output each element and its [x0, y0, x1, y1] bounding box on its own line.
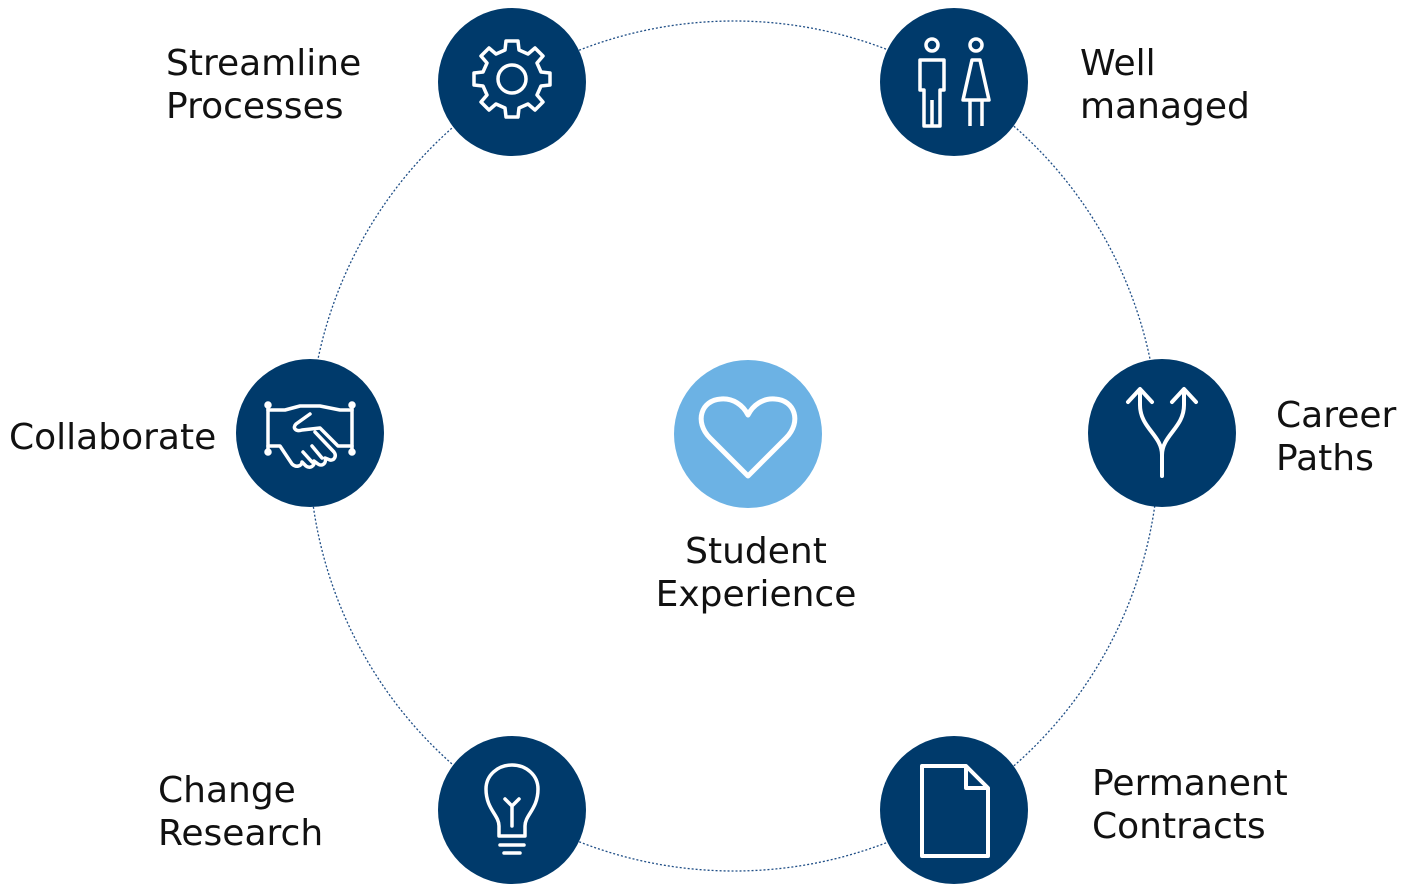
label-line: Contracts	[1092, 806, 1266, 847]
node-circle	[438, 8, 586, 156]
node-well-managed	[880, 8, 1028, 156]
label-line: Processes	[166, 86, 344, 127]
label-center: Student Experience	[606, 530, 906, 616]
label-line: Streamline	[166, 43, 362, 84]
node-collaborate	[236, 359, 384, 507]
label-permanent-contracts: Permanent Contracts	[1092, 762, 1288, 848]
node-change-research	[438, 736, 586, 884]
label-career-paths: Career Paths	[1276, 394, 1396, 480]
label-line: Student	[685, 531, 827, 572]
label-line: Collaborate	[9, 417, 217, 458]
label-line: Well	[1080, 43, 1156, 84]
node-circle	[880, 736, 1028, 884]
node-streamline	[438, 8, 586, 156]
label-change-research: Change Research	[158, 769, 323, 855]
label-streamline: Streamline Processes	[166, 42, 361, 128]
label-line: Career	[1276, 395, 1397, 436]
label-line: Change	[158, 770, 296, 811]
label-line: Experience	[655, 574, 857, 615]
lightbulb-icon	[484, 763, 540, 855]
label-line: Permanent	[1092, 763, 1288, 804]
label-line: Paths	[1276, 438, 1374, 479]
label-well-managed: Well managed	[1080, 42, 1250, 128]
center-circle	[674, 360, 822, 508]
heart-icon	[698, 396, 798, 479]
label-line: Research	[158, 813, 324, 854]
node-circle	[1088, 359, 1236, 507]
people-icon	[918, 37, 991, 128]
node-circle	[880, 8, 1028, 156]
node-permanent-contracts	[880, 736, 1028, 884]
node-career-paths	[1088, 359, 1236, 507]
fork-arrows-icon	[1126, 387, 1198, 478]
label-line: managed	[1080, 86, 1250, 127]
document-icon	[920, 764, 990, 858]
label-collaborate: Collaborate	[9, 416, 216, 459]
node-circle	[236, 359, 384, 507]
handshake-icon	[264, 401, 356, 469]
center-node	[674, 360, 822, 508]
gear-icon	[472, 39, 552, 119]
